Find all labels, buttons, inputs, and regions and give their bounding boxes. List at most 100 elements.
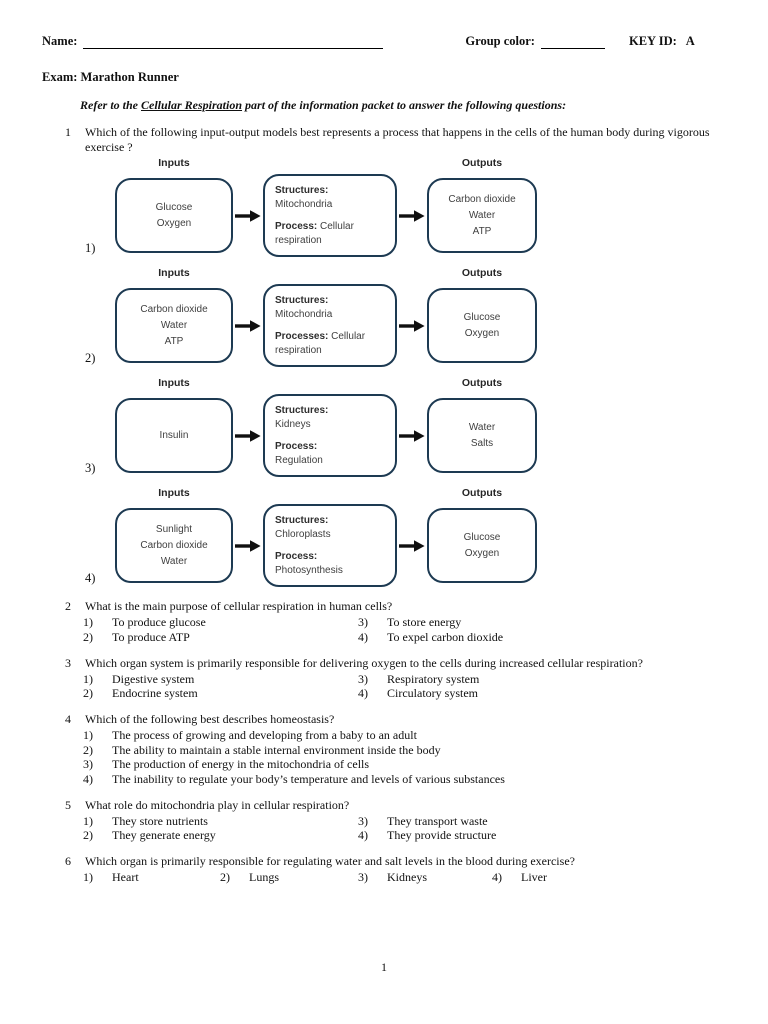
option-text: Heart	[112, 870, 139, 884]
structures-label: Structures:	[275, 515, 329, 526]
question-options: 1) The process of growing and developing…	[83, 728, 726, 786]
question-options: 1) They store nutrients 2) They generate…	[83, 813, 726, 843]
outputs-label: Outputs	[461, 487, 503, 499]
option-number: 2)	[83, 828, 93, 842]
answer-option: 3) To store energy	[358, 615, 726, 629]
output-item: Oxygen	[464, 547, 500, 559]
instruction-prefix: Refer to the	[80, 98, 141, 112]
process-box: Structures: Kidneys Process:Regulation	[263, 394, 397, 477]
answer-option: 3) Respiratory system	[358, 671, 726, 686]
option-text: To produce glucose	[112, 615, 206, 629]
answer-option: 1) To produce glucose	[83, 615, 358, 629]
option-text: Liver	[521, 870, 547, 884]
option-text: They store nutrients	[112, 813, 208, 828]
option-text: The process of growing and developing fr…	[112, 728, 417, 742]
input-item: Carbon dioxide	[140, 539, 208, 551]
answer-option: 2) They generate energy	[83, 828, 358, 842]
option-number: 2)	[220, 870, 230, 884]
diagram-option-label: 3)	[85, 461, 96, 475]
process-value: Cellular respiration	[275, 221, 354, 246]
question: 6 Which organ is primarily responsible f…	[65, 854, 726, 884]
inputs-box: Insulin	[115, 398, 233, 473]
right-arrow-icon	[233, 319, 263, 333]
answer-option: 4) To expel carbon dioxide	[358, 629, 726, 644]
inputs-label: Inputs	[158, 157, 190, 169]
option-text: The production of energy in the mitochon…	[112, 757, 370, 771]
process-label: Processes:	[275, 331, 329, 342]
right-arrow-icon	[397, 429, 427, 443]
process-line: Process:Regulation	[275, 440, 385, 467]
answer-option: 4) Circulatory system	[358, 686, 726, 700]
option-number: 1)	[83, 615, 93, 629]
answer-option: 3) Kidneys	[358, 870, 492, 884]
inputs-label: Inputs	[158, 487, 190, 499]
structures-value: Mitochondria	[275, 308, 333, 320]
question-text: What role do mitochondria play in cellul…	[85, 797, 350, 812]
group-color-blank-line	[540, 35, 605, 49]
question-1: 1 Which of the following input-output mo…	[65, 125, 726, 154]
option-number: 2)	[83, 686, 93, 700]
page-header: Name: Group color: KEY ID: A	[42, 34, 726, 49]
question-text: Which of the following best describes ho…	[85, 712, 335, 726]
right-arrow-icon	[397, 319, 427, 333]
output-item: Water	[468, 421, 496, 433]
option-text: Lungs	[249, 870, 279, 884]
page-number: 1	[381, 960, 387, 974]
structures-value: Mitochondria	[275, 198, 333, 210]
input-item: Carbon dioxide	[140, 303, 208, 315]
process-value: Regulation	[275, 454, 323, 466]
input-item: ATP	[164, 335, 184, 347]
key-id-label: KEY ID:	[628, 34, 677, 48]
right-arrow-icon	[233, 539, 263, 553]
question-text: Which organ is primarily responsible for…	[85, 854, 575, 868]
key-id-value: A	[685, 34, 695, 48]
output-item: ATP	[472, 225, 492, 237]
option-number: 1)	[83, 671, 93, 686]
output-item: Salts	[470, 437, 494, 449]
question-number: 3	[65, 655, 71, 670]
answer-option: 2) Lungs	[220, 870, 358, 884]
structures-label: Structures:	[275, 185, 329, 196]
question: 5 What role do mitochondria play in cell…	[65, 798, 726, 843]
option-number: 4)	[83, 771, 93, 786]
question-options: 1) Heart 2) Lungs 3) Kidneys 4) Liver	[83, 870, 726, 884]
answer-option: 2) The ability to maintain a stable inte…	[83, 742, 726, 757]
option-number: 1)	[83, 870, 93, 884]
process-box: Structures: Chloroplasts Process:Photosy…	[263, 504, 397, 587]
question-number: 2	[65, 599, 71, 613]
option-number: 4)	[358, 629, 368, 644]
right-arrow-icon	[397, 539, 427, 553]
output-item: Glucose	[463, 531, 501, 543]
group-color-label: Group color:	[465, 34, 535, 48]
option-number: 3)	[358, 615, 368, 629]
instruction-suffix: part of the information packet to answer…	[242, 98, 567, 112]
question-number: 1	[65, 125, 71, 139]
answer-option: 1) Heart	[83, 870, 220, 884]
input-item: Insulin	[159, 429, 189, 441]
option-text: The inability to regulate your body’s te…	[112, 771, 505, 786]
process-line: Process:Photosynthesis	[275, 550, 385, 577]
input-output-model: Inputs Outputs Insulin Structures: Kidne…	[115, 377, 537, 477]
option-text: To expel carbon dioxide	[387, 629, 504, 644]
structures-label: Structures:	[275, 295, 329, 306]
answer-option: 4) They provide structure	[358, 828, 726, 842]
outputs-label: Outputs	[461, 377, 503, 389]
process-line: Processes: Cellular respiration	[275, 330, 385, 357]
questions-list: 2 What is the main purpose of cellular r…	[42, 599, 726, 884]
option-number: 1)	[83, 813, 93, 828]
option-text: Kidneys	[387, 870, 427, 884]
option-number: 4)	[358, 686, 368, 700]
answer-option: 1) They store nutrients	[83, 813, 358, 828]
answer-option: 1) Digestive system	[83, 671, 358, 686]
option-text: Respiratory system	[387, 671, 480, 686]
output-item: Carbon dioxide	[448, 193, 516, 205]
option-number: 2)	[83, 629, 93, 644]
option-text: To store energy	[387, 615, 462, 629]
